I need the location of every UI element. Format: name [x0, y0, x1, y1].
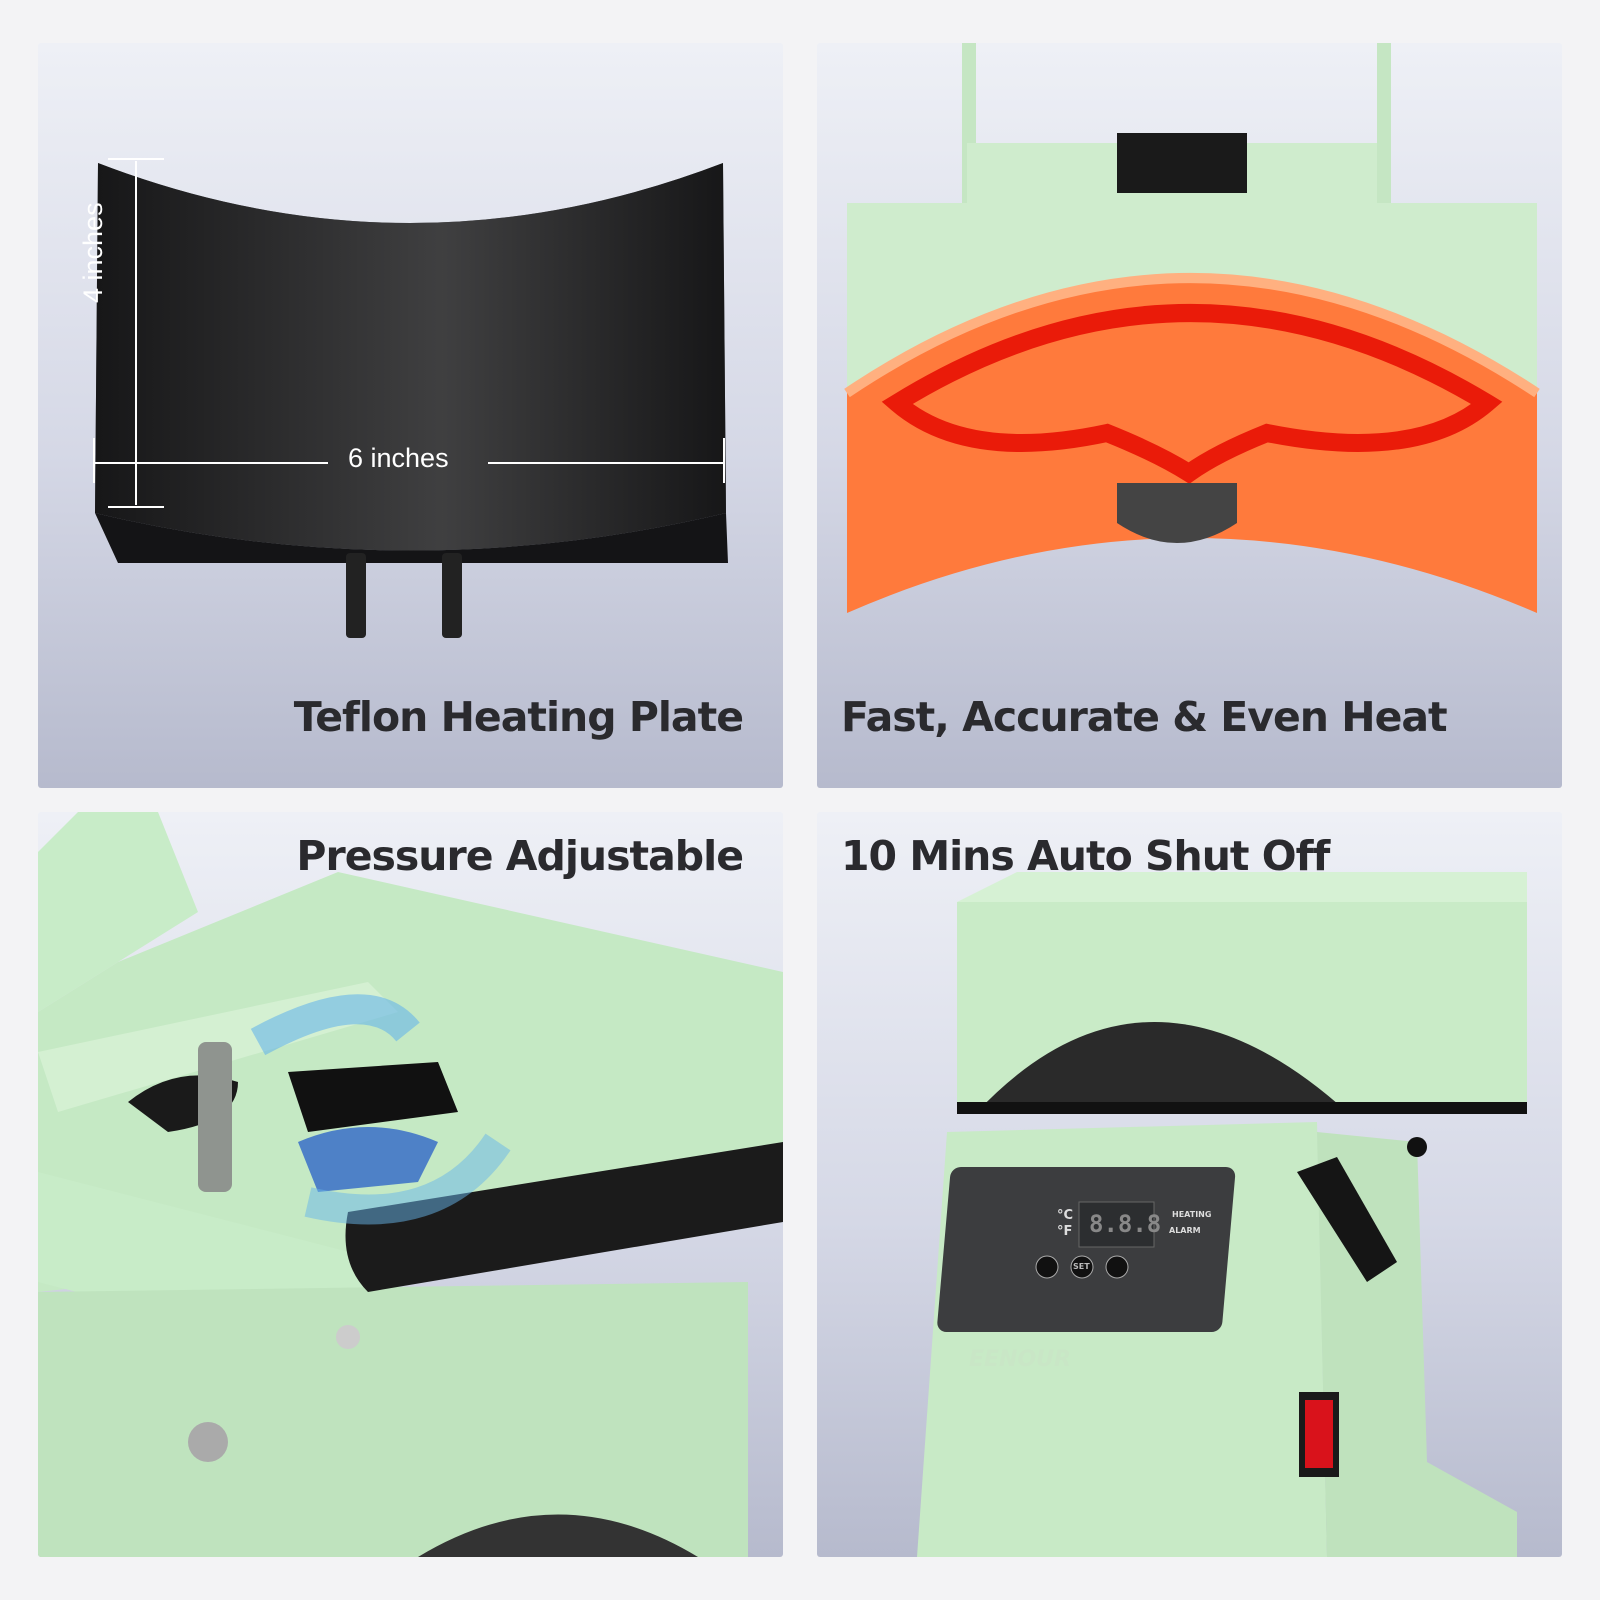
- celsius-indicator: °C: [1057, 1208, 1074, 1223]
- pressure-knob-illustration: [38, 812, 783, 1557]
- panel-caption: Teflon Heating Plate: [293, 693, 744, 741]
- panel-caption: Fast, Accurate & Even Heat: [841, 693, 1448, 741]
- panel-auto-shut-off: °C °F 8.8.8 HEATING ALARM SET EENOUR 10 …: [817, 812, 1562, 1557]
- panel-pressure-adjustable: Pressure Adjustable: [38, 812, 783, 1557]
- height-dimension-label: 4 inches: [78, 202, 108, 303]
- width-dimension-label: 6 inches: [348, 443, 449, 473]
- heating-plate-illustration: [93, 158, 728, 638]
- panel-caption: 10 Mins Auto Shut Off: [841, 832, 1330, 880]
- brand-logo: EENOUR: [969, 1347, 1071, 1372]
- fahrenheit-indicator: °F: [1057, 1224, 1073, 1239]
- panel-caption: Pressure Adjustable: [296, 832, 744, 880]
- control-unit-illustration: [917, 872, 1527, 1557]
- temperature-display: 8.8.8: [1089, 1210, 1162, 1238]
- alarm-indicator-label: ALARM: [1169, 1226, 1201, 1235]
- panel-teflon-heating-plate: 4 inches 6 inches Teflon Heating Plate: [38, 43, 783, 788]
- set-button[interactable]: SET: [1073, 1262, 1090, 1271]
- heating-indicator-label: HEATING: [1172, 1210, 1212, 1219]
- heat-element-illustration: [844, 43, 1540, 613]
- panel-even-heat: Fast, Accurate & Even Heat: [817, 43, 1562, 788]
